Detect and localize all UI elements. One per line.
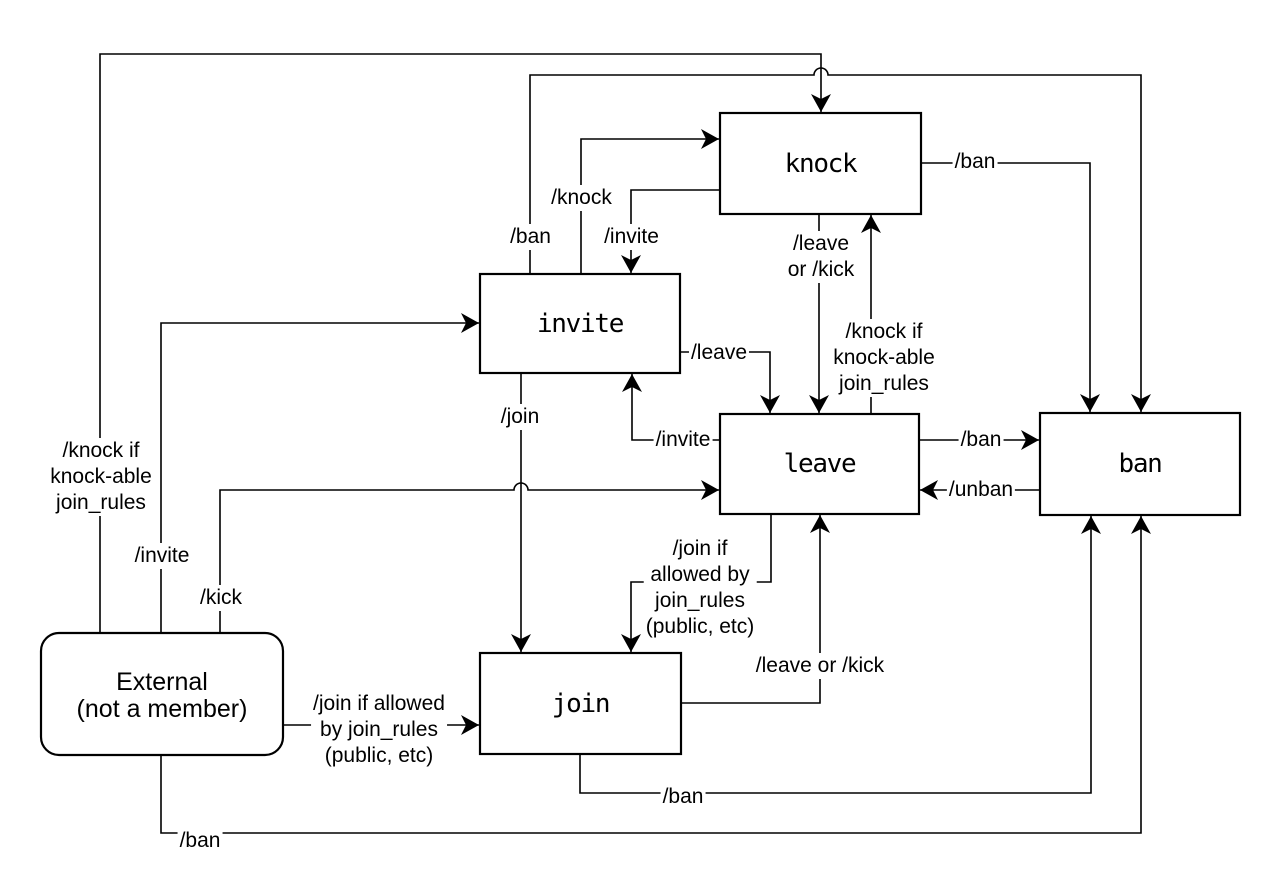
node-external-box (39, 631, 285, 757)
edge-join-to-ban (579, 516, 1101, 794)
edge-label-external-to-leave: /kick (198, 585, 244, 611)
edge-external-to-leave (219, 480, 719, 633)
edge-external-to-ban (160, 516, 1151, 834)
edge-label-leave-to-invite: /invite (653, 427, 713, 453)
edge-label-invite-to-ban: /ban (508, 224, 553, 250)
node-invite-label: invite (536, 308, 624, 339)
node-join-box (478, 651, 683, 756)
edge-invite-to-knock (580, 129, 719, 274)
edge-label-leave-to-join: /join if allowed by join_rules (public, … (643, 536, 757, 640)
edge-label-external-to-ban: /ban (177, 828, 223, 854)
edge-label-external-to-join: /join if allowed by join_rules (public, … (311, 691, 447, 769)
node-leave-box (718, 412, 921, 516)
edge-label-external-to-knock: /knock if knock-able join_rules (48, 438, 154, 516)
edge-invite-to-ban (529, 67, 1151, 412)
node-join-label: join (551, 688, 611, 719)
edge-label-leave-to-ban: /ban (958, 427, 1004, 453)
node-knock-label: knock (784, 148, 858, 179)
edge-label-leave-to-knock: /knock if knock-able join_rules (831, 319, 937, 397)
edge-label-external-to-invite: /invite (132, 543, 192, 569)
node-ban-box (1038, 411, 1242, 517)
edge-external-to-invite (160, 313, 479, 633)
edge-label-knock-to-leave: /leave or /kick (785, 231, 857, 283)
node-ban-label: ban (1118, 449, 1162, 479)
edge-label-invite-to-join: /join (498, 404, 542, 430)
edge-label-ban-to-leave: /unban (946, 477, 1016, 503)
node-leave-label: leave (783, 449, 857, 479)
edge-join-to-leave (681, 515, 830, 704)
edge-external-to-knock (99, 53, 831, 633)
node-knock-box (718, 111, 923, 216)
edge-label-invite-to-leave: /leave (688, 340, 750, 366)
node-invite-box (478, 272, 682, 375)
edge-label-knock-to-invite: /invite (602, 224, 661, 250)
node-external-label: External (not a member) (76, 668, 248, 723)
edge-label-join-to-ban: /ban (660, 784, 706, 810)
edge-label-join-to-leave: /leave or /kick (753, 653, 887, 679)
edge-label-knock-to-ban: /ban (952, 149, 998, 175)
edge-knock-to-ban (921, 162, 1100, 412)
edge-label-invite-to-knock: /knock (549, 185, 614, 211)
